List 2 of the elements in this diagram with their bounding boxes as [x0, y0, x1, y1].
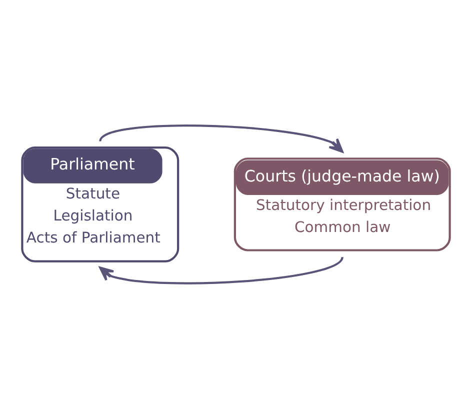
arrow [99, 124, 344, 152]
arrow [99, 256, 344, 284]
